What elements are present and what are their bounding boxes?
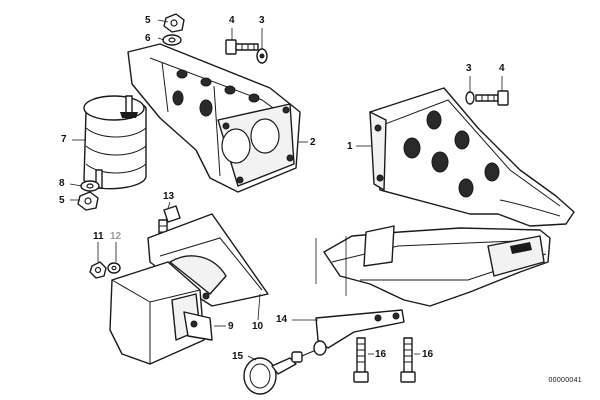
callout-5-upper: 5 xyxy=(145,15,151,26)
nut-washer-small xyxy=(89,261,121,279)
nut-washer-lower xyxy=(77,180,100,211)
bolt-lower-right xyxy=(400,337,416,383)
callout-3-upper: 3 xyxy=(259,15,265,26)
callout-13: 13 xyxy=(163,191,175,202)
callout-8: 8 xyxy=(59,178,65,189)
bolt-washer-upper-middle xyxy=(225,39,268,64)
callout-15: 15 xyxy=(232,351,244,362)
support-arm-lower xyxy=(323,225,551,307)
bolt-lower-left xyxy=(353,337,369,383)
rubber-buffer xyxy=(243,340,327,395)
callout-14: 14 xyxy=(276,314,288,325)
callout-16-right: 16 xyxy=(422,349,434,360)
callout-2: 2 xyxy=(310,137,316,148)
callout-4-right: 4 xyxy=(499,63,505,74)
mount-cover xyxy=(109,261,213,365)
bracket-plate xyxy=(315,309,405,349)
callout-4-upper: 4 xyxy=(229,15,235,26)
leader-lines xyxy=(69,19,503,361)
callout-7: 7 xyxy=(61,134,67,145)
callout-11: 11 xyxy=(93,231,104,242)
engine-mount-rubber xyxy=(83,95,147,190)
callout-3-right: 3 xyxy=(466,63,472,74)
callout-10: 10 xyxy=(252,321,264,332)
callout-16-left: 16 xyxy=(375,349,387,360)
callout-9: 9 xyxy=(228,321,234,332)
nut-washer-upper xyxy=(162,13,185,46)
callout-12: 12 xyxy=(110,231,122,242)
callout-6: 6 xyxy=(145,33,151,44)
bolt-washer-right xyxy=(465,90,509,106)
engine-bracket-left xyxy=(127,43,301,193)
callout-5-lower: 5 xyxy=(59,195,65,206)
callout-1: 1 xyxy=(347,141,353,152)
engine-bracket-right xyxy=(369,87,575,227)
catalog-number: 00000041 xyxy=(548,377,582,384)
